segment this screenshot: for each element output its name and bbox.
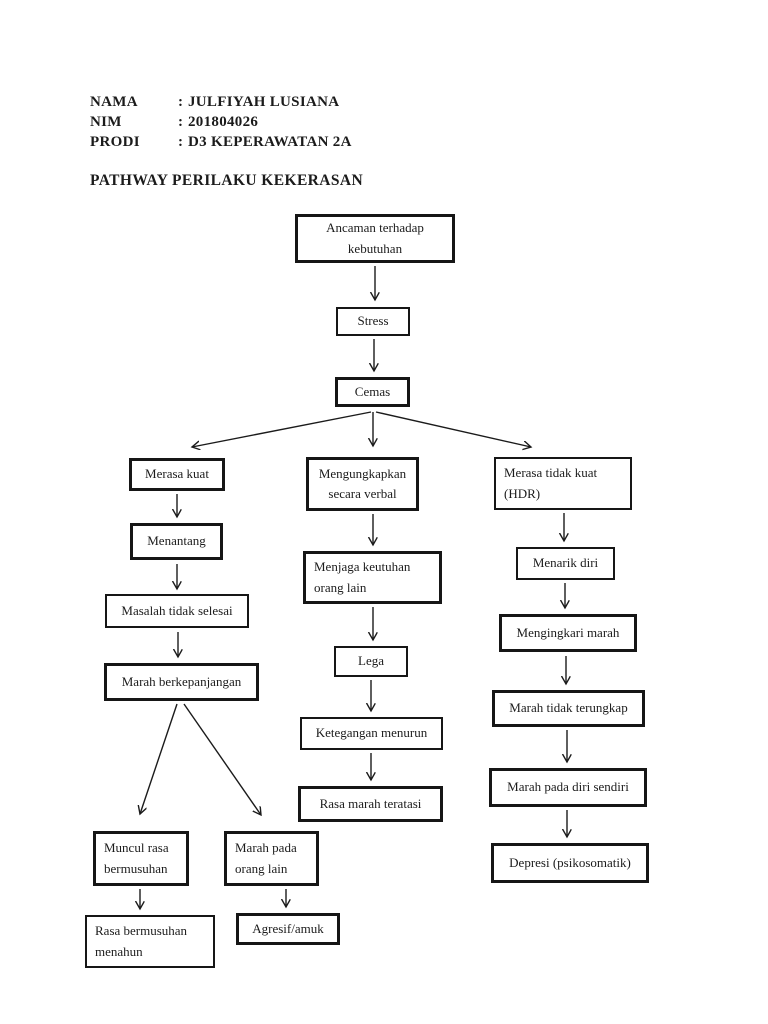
field-separator: : — [178, 134, 184, 150]
arrow-marah-panjang-muncul-bermusuhan — [140, 703, 178, 814]
node-menjaga-keutuhan-orang-lain: Menjaga keutuhan orang lain — [303, 551, 442, 604]
node-merasa-tidak-kuat-hdr: Merasa tidak kuat (HDR) — [494, 457, 632, 510]
node-cemas: Cemas — [335, 377, 410, 407]
node-ketegangan-menurun: Ketegangan menurun — [300, 717, 443, 750]
node-ancaman-terhadap-kebutuhan: Ancaman terhadap kebutuhan — [295, 214, 455, 263]
student-info: NAMA : JULFIYAH LUSIANA NIM : 201804026 … — [90, 92, 352, 152]
node-stress: Stress — [336, 307, 410, 336]
node-marah-pada-orang-lain: Marah pada orang lain — [224, 831, 319, 886]
arrow-marah-panjang-marah-orang-lain — [183, 703, 261, 815]
node-mengingkari-marah: Mengingkari marah — [499, 614, 637, 652]
node-agresif-amuk: Agresif/amuk — [236, 913, 340, 945]
node-rasa-bermusuhan-menahun: Rasa bermusuhan menahun — [85, 915, 215, 968]
node-menantang: Menantang — [130, 523, 223, 560]
student-info-row-nama: NAMA : JULFIYAH LUSIANA — [90, 92, 352, 112]
field-separator: : — [178, 114, 184, 130]
page-title: PATHWAY PERILAKU KEKERASAN — [90, 172, 364, 189]
field-separator: : — [178, 94, 184, 110]
node-masalah-tidak-selesai: Masalah tidak selesai — [105, 594, 249, 628]
field-label: PRODI — [90, 134, 140, 150]
node-marah-tidak-terungkap: Marah tidak terungkap — [492, 690, 645, 727]
student-info-row-nim: NIM : 201804026 — [90, 112, 352, 132]
node-marah-berkepanjangan: Marah berkepanjangan — [104, 663, 259, 701]
field-value: D3 KEPERAWATAN 2A — [188, 134, 352, 150]
field-label: NAMA — [90, 94, 138, 110]
node-depresi-psikosomatik: Depresi (psikosomatik) — [491, 843, 649, 883]
node-mengungkapkan-secara-verbal: Mengungkapkan secara verbal — [306, 457, 419, 511]
student-info-row-prodi: PRODI : D3 KEPERAWATAN 2A — [90, 132, 352, 152]
field-label: NIM — [90, 114, 122, 130]
node-rasa-marah-teratasi: Rasa marah teratasi — [298, 786, 443, 822]
node-merasa-kuat: Merasa kuat — [129, 458, 225, 491]
arrow-cemas-merasa-kuat — [192, 411, 372, 447]
field-value: JULFIYAH LUSIANA — [188, 94, 340, 110]
node-lega: Lega — [334, 646, 408, 677]
node-marah-pada-diri-sendiri: Marah pada diri sendiri — [489, 768, 647, 807]
field-value: 201804026 — [188, 114, 259, 130]
node-muncul-rasa-bermusuhan: Muncul rasa bermusuhan — [93, 831, 189, 886]
arrow-cemas-merasa-tidak-kuat — [375, 411, 531, 447]
node-menarik-diri: Menarik diri — [516, 547, 615, 580]
